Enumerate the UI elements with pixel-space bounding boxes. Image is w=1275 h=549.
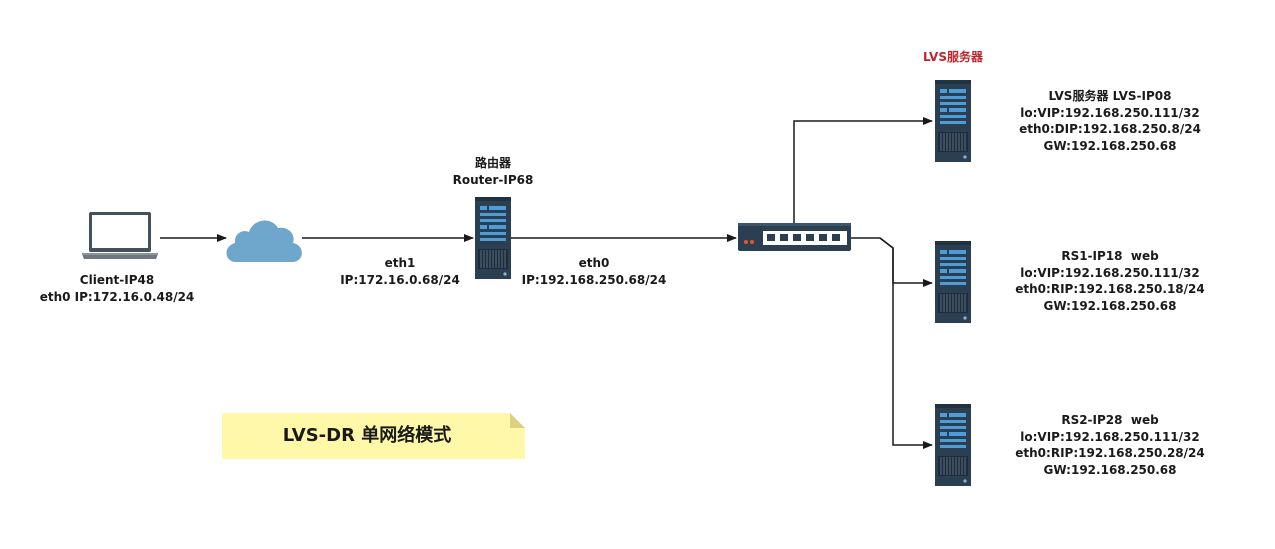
cloud-icon (226, 220, 302, 262)
router-label: 路由器 Router-IP68 (433, 155, 553, 188)
laptop-icon (82, 212, 158, 259)
rs1-vip: lo:VIP:192.168.250.111/32 (1020, 265, 1200, 280)
link-switch-rs1 (851, 237, 933, 287)
connections (160, 117, 933, 449)
router-server-icon (474, 196, 512, 280)
client-name: Client-IP48 (79, 273, 155, 287)
lvs-vip: lo:VIP:192.168.250.111/32 (1020, 105, 1200, 120)
link-switch-lvs (793, 117, 933, 224)
rs1-server-icon (934, 240, 972, 324)
lvs-header: LVS服务器 (923, 50, 983, 64)
link-switch-rs2 (879, 237, 933, 449)
note-shape (222, 413, 525, 459)
lvs-gw: GW:192.168.250.68 (1043, 138, 1177, 153)
router-eth1-name: eth1 (384, 256, 416, 270)
rs2-rip: eth0:RIP:192.168.250.28/24 (1015, 446, 1205, 460)
lvs-name: LVS服务器 LVS-IP08 (1048, 89, 1172, 103)
rs1-gw: GW:192.168.250.68 (1043, 298, 1177, 313)
rs2-server-icon (934, 403, 972, 487)
router-title: 路由器 (474, 156, 511, 170)
rs2-label: RS2-IP28 web lo:VIP:192.168.250.111/32 e… (1010, 412, 1210, 478)
client-label: Client-IP48 eth0 IP:172.16.0.48/24 (35, 272, 199, 305)
router-eth0-label: eth0 IP:192.168.250.68/24 (514, 255, 674, 288)
rs1-rip: eth0:RIP:192.168.250.18/24 (1015, 282, 1205, 296)
client-ip: eth0 IP:172.16.0.48/24 (39, 289, 195, 304)
rs2-name: RS2-IP28 web (1061, 413, 1159, 427)
rs1-name: RS1-IP18 web (1061, 249, 1159, 263)
router-eth1-ip: IP:172.16.0.68/24 (340, 272, 460, 287)
router-eth0-name: eth0 (578, 256, 610, 270)
router-name: Router-IP68 (452, 172, 534, 187)
rs2-vip: lo:VIP:192.168.250.111/32 (1020, 429, 1200, 444)
switch-icon (738, 223, 851, 251)
rs2-gw: GW:192.168.250.68 (1043, 462, 1177, 477)
lvs-label: LVS服务器 LVS-IP08 lo:VIP:192.168.250.111/3… (1010, 88, 1210, 154)
rs1-label: RS1-IP18 web lo:VIP:192.168.250.111/32 e… (1010, 248, 1210, 314)
note-text: LVS-DR 单网络模式 (282, 425, 452, 446)
router-eth1-label: eth1 IP:172.16.0.68/24 (335, 255, 465, 288)
lvs-server-icon (934, 79, 972, 163)
lvs-dip: eth0:DIP:192.168.250.8/24 (1019, 122, 1201, 136)
router-eth0-ip: IP:192.168.250.68/24 (521, 272, 667, 287)
